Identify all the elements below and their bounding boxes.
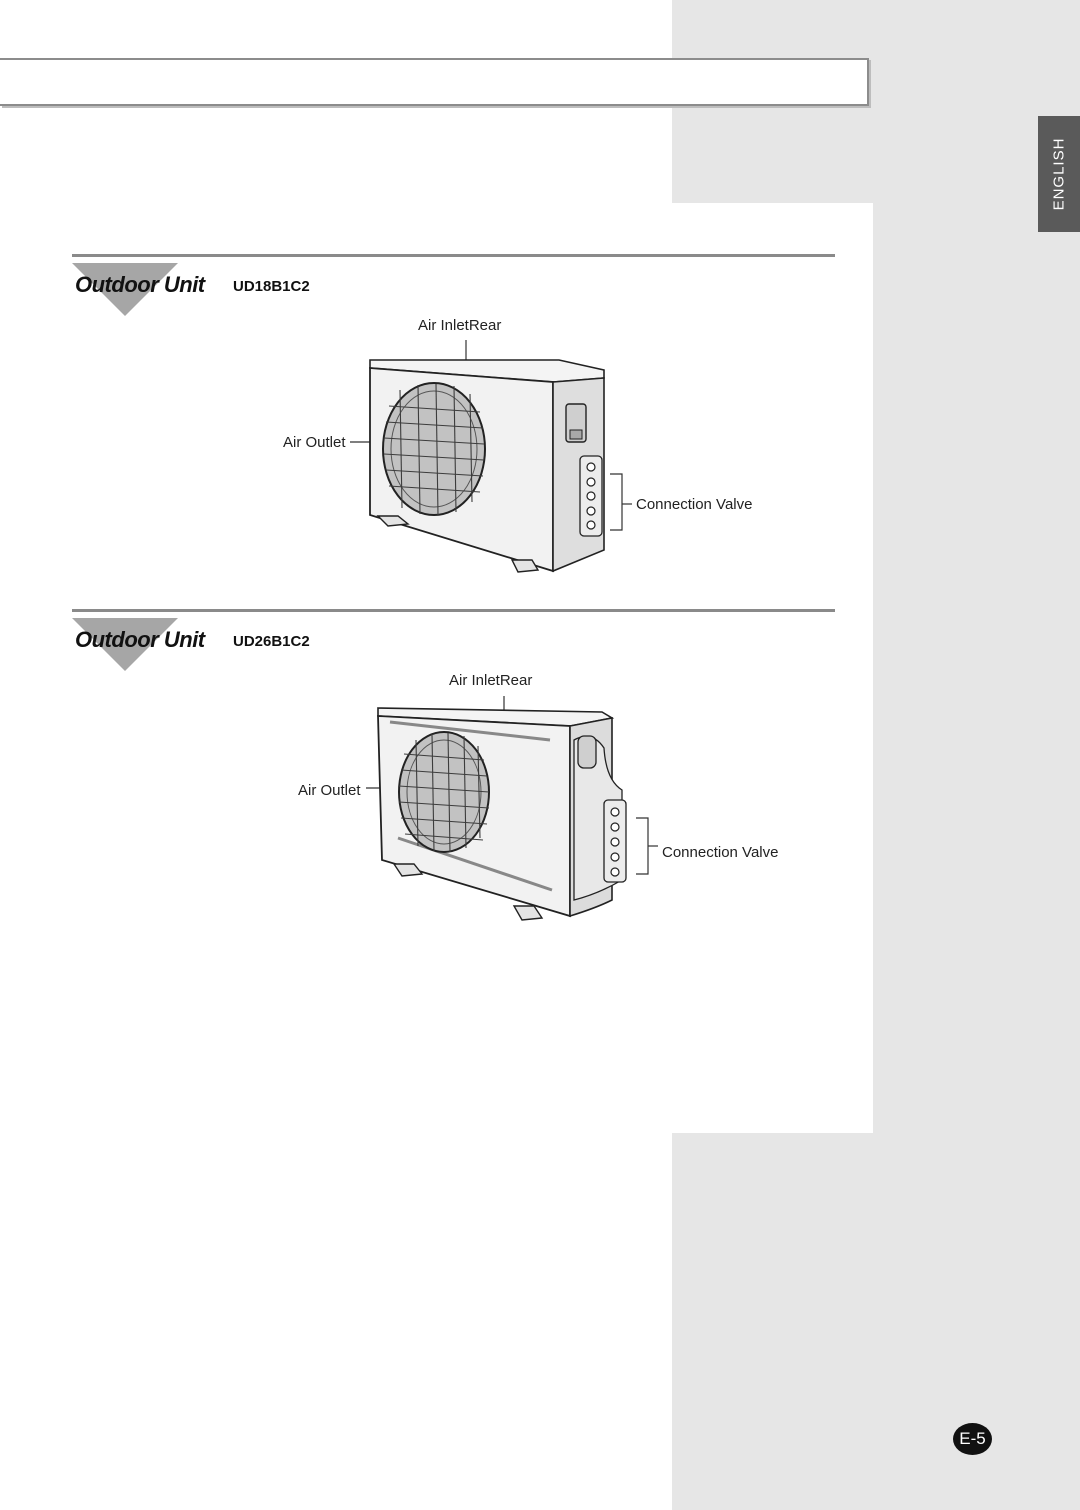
section-1-model: UD18B1C2 — [233, 278, 310, 295]
page-number-badge: E-5 — [953, 1423, 992, 1455]
section-2-title: Outdoor Unit — [75, 627, 205, 652]
language-label: ENGLISH — [1050, 137, 1068, 211]
language-tab — [1038, 116, 1080, 232]
section-2-air-outlet-label: Air Outlet — [298, 782, 361, 799]
section-2-connection-valve-label: Connection Valve — [662, 844, 779, 861]
content-panel — [0, 203, 873, 1133]
outdoor-unit-ud26-illustration — [366, 696, 658, 921]
section-1-marker-icon — [72, 263, 178, 316]
section-1-title: Outdoor Unit — [75, 272, 205, 297]
section-1-air-outlet-label: Air Outlet — [283, 434, 346, 451]
section-2-air-inlet-label: Air InletRear — [449, 672, 533, 689]
section-2-marker-icon — [72, 618, 178, 671]
section-1-rule — [72, 254, 835, 257]
outdoor-unit-ud18-illustration — [350, 340, 632, 573]
section-1-air-inlet-label: Air InletRear — [418, 317, 502, 334]
header-box — [0, 58, 869, 106]
section-1-connection-valve-label: Connection Valve — [636, 496, 753, 513]
section-2-model: UD26B1C2 — [233, 633, 310, 650]
section-2-rule — [72, 609, 835, 612]
